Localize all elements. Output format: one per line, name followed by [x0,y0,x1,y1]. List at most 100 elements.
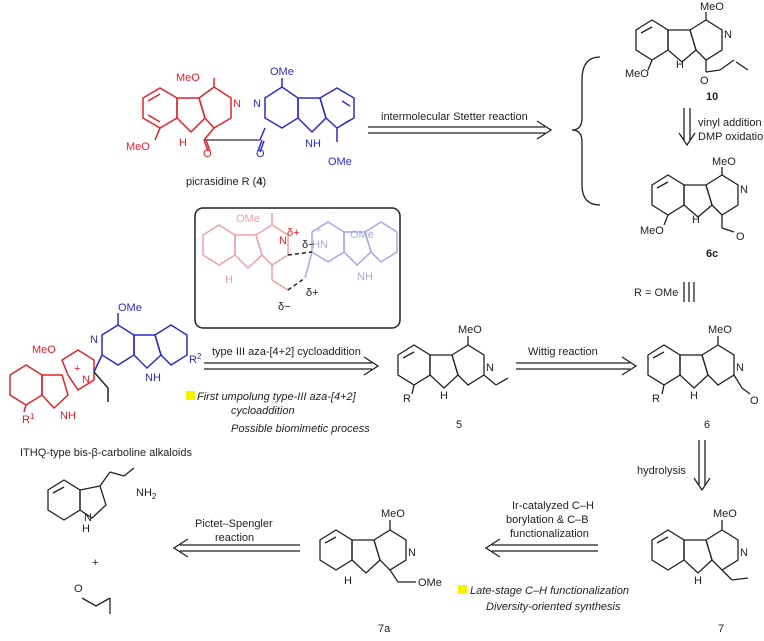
nh-label: H [690,390,698,402]
biomimetic-note: Possible biomimetic process [231,423,370,435]
o-label: O [736,231,745,243]
wittig-label: Wittig reaction [528,346,598,358]
pictet-label-2: reaction [215,532,254,544]
transition-state-structure: OMe H N δ+ δ− δ− δ+ HN + OMe NH [202,213,398,313]
ome-label: OMe [270,66,294,78]
vinyl-arrow [678,108,696,147]
nh-label: H [344,575,352,587]
meo-label: MeO [625,68,649,80]
compound-6c-structure [651,167,739,233]
o-label: O [74,583,83,595]
meo-label: MeO [458,324,482,336]
nh-label: H [225,274,233,286]
ome-label: OMe [236,213,260,225]
nh2-label: NH2 [136,487,157,501]
meo-label: MeO [381,508,405,520]
umpolung-note-1: First umpolung type-III aza-[4+2] [197,391,357,403]
picrasidine-r-structure: MeO OMe MeO H N O O N NH OMe [126,66,355,168]
ir-label-3: functionalization [510,528,589,540]
nh-label: NH [305,138,321,150]
late-stage-note: Late-stage C–H functionalization [470,585,629,597]
stetter-arrow [368,120,553,140]
delta-minus-label: δ− [278,301,291,313]
tryptamine-structure [47,467,135,521]
highlight-mark [458,585,467,594]
meo-label: MeO [713,508,737,520]
ome-label: OMe [418,577,442,589]
ome-label: OMe [118,302,142,314]
meo-label: MeO [176,72,200,84]
meo-label: MeO [708,324,732,336]
plus-label: + [74,363,80,375]
n-label: N [740,184,748,196]
highlight-mark [186,391,195,400]
nh-label: H [440,390,448,402]
picrasidine-r-label: picrasidine R (4) [186,176,266,188]
aza-label: type III aza-[4+2] cycloaddition [212,346,361,358]
n-label: N [736,362,744,374]
compound-6-structure [647,336,751,395]
nh-label: H [179,137,187,149]
delta-plus-label: δ+ [306,287,319,299]
meo-label: MeO [712,156,736,168]
compound-6-label: 6 [704,419,710,431]
n-label: N [90,334,98,346]
ir-label-2: borylation & C–B [506,514,589,526]
r-label: R [652,393,660,405]
hydrolysis-arrow [693,440,711,492]
nh-label: H [692,214,700,226]
o-label: O [750,395,759,407]
n-label: N [84,512,92,524]
compound-6c-label: 6c [706,248,718,260]
compound-5-structure [397,336,509,395]
umpolung-note-2: cycloaddition [231,405,295,417]
aza-arrow [204,356,380,376]
o-label: O [256,148,265,160]
nh-label: NH [145,372,161,384]
ir-label-1: Ir-catalyzed C–H [512,500,594,512]
ome-label: OMe [328,156,352,168]
transition-state-box [194,207,401,329]
hydrolysis-label: hydrolysis [637,465,686,477]
pictet-label-1: Pictet–Spengler [195,518,273,530]
hn-label: HN [312,239,328,251]
meo-label: MeO [640,225,664,237]
compound-10-label: 10 [706,91,718,103]
aldehyde-structure [81,597,111,614]
ome-label: OMe [350,229,374,241]
meo-label: MeO [700,1,724,13]
n-label: N [233,98,241,110]
n-label: N [724,29,732,41]
n-label: N [740,547,748,559]
nh-label: NH [357,271,373,283]
vinyl-label-2: DMP oxidation [698,131,764,143]
ithq-label: ITHQ-type bis-β-carboline alkaloids [20,447,192,459]
r-label: R [403,393,411,405]
compound-7-label: 7 [718,623,724,635]
meo-label: MeO [32,344,56,356]
diversity-note: Diversity-oriented synthesis [486,601,621,613]
compound-10-structure [635,12,749,73]
delta-minus-label: δ− [302,239,315,251]
delta-plus-label: δ+ [287,227,300,239]
n-label: N [408,547,416,559]
o-label: O [700,75,709,87]
meo-label: MeO [126,141,150,153]
nh-label: H [676,59,684,71]
ithq-structure: MeO NH N + R1 OMe N NH R2 [9,302,202,426]
compound-7a-structure [319,520,416,583]
nh-label: H [694,575,702,587]
equivalence-mark [683,282,695,302]
r2-label: R2 [189,352,202,366]
n-label: N [279,235,287,247]
ir-arrow [484,538,598,558]
nh-label: H [82,523,90,535]
vinyl-label-1: vinyl addition [698,117,762,129]
brace [571,56,601,206]
n-label: N [253,98,261,110]
stetter-label: intermolecular Stetter reaction [381,111,528,123]
n-label: N [82,374,90,386]
compound-7-structure [651,520,749,581]
plus-sign: + [92,557,98,569]
